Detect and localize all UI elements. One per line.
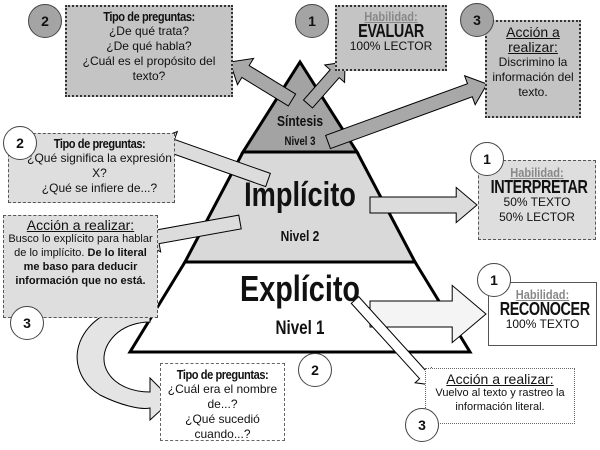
question: ¿De qué trata? (108, 24, 190, 38)
sintesis-questions-box: Tipo de preguntas: ¿De qué trata? ¿De qu… (65, 5, 233, 97)
curved-arrow (76, 299, 173, 422)
level-1-title: Explícito (239, 268, 361, 309)
box-heading: Tipo de preguntas: (103, 9, 195, 24)
level-1-label: Nivel 1 (275, 318, 325, 339)
box-heading: Tipo de preguntas: (53, 136, 146, 151)
badge-1: 1 (295, 4, 329, 38)
badge-2: 2 (28, 4, 62, 38)
question: ¿Cuál es el propósito del texto? (82, 54, 216, 83)
box-heading: Acción a realizar: (26, 217, 135, 233)
arrow (229, 57, 297, 107)
skill-ratio: 100% LECTOR (349, 39, 433, 53)
skill-name: INTERPRETAR (490, 177, 588, 197)
action-text: Discrimino la información del texto. (492, 55, 574, 99)
arrow (324, 74, 488, 150)
skill-ratio: 100% TEXTO (505, 317, 580, 331)
badge-2: 2 (298, 353, 332, 387)
implicito-action-box: Acción a realizar: Busco lo explícito pa… (3, 215, 158, 318)
explicito-action-box: Acción a realizar: Vuelvo al texto y ras… (425, 368, 575, 424)
question: ¿Qué sucedió cuando...? (185, 412, 260, 441)
skill-name: EVALUAR (358, 21, 424, 41)
skill-name: RECONOCER (499, 299, 590, 319)
box-heading: Habilidad: (510, 165, 564, 180)
action-text: Busco lo explícito para hablar de lo imp… (8, 233, 153, 259)
box-heading: Acción a realizar: (446, 371, 554, 387)
skill-ratio: 50% LECTOR (499, 210, 575, 224)
box-heading: Habilidad: (364, 9, 418, 24)
level-2-title: Implícito (244, 176, 356, 214)
arrow (369, 186, 478, 224)
explicito-skill-box: Habilidad: RECONOCER 100% TEXTO (488, 282, 597, 346)
arrow (302, 61, 346, 109)
question: ¿De qué habla? (106, 39, 192, 53)
explicito-questions-box: Tipo de preguntas: ¿Cuál era el nombre d… (160, 363, 285, 441)
question: ¿Qué significa la expresión X? (27, 151, 172, 180)
box-heading: Habilidad: (515, 287, 570, 302)
question: ¿Qué se infiere de...? (41, 181, 158, 195)
box-heading: Tipo de preguntas: (176, 367, 269, 382)
arrow (369, 284, 487, 344)
badge-2: 2 (3, 126, 37, 160)
badge-1: 1 (470, 142, 504, 176)
sintesis-skill-box: Habilidad: EVALUAR 100% LECTOR (335, 5, 447, 71)
badge-3: 3 (10, 306, 44, 340)
box-heading: Acción a realizar: (506, 24, 560, 55)
implicito-questions-box: Tipo de preguntas: ¿Qué significa la exp… (8, 133, 175, 203)
action-text-bold: De lo literal me baso para deducir infor… (15, 247, 147, 287)
pyramid-level-3 (240, 59, 360, 154)
action-text: Vuelvo al texto y rastreo la información… (435, 387, 565, 413)
badge-1: 1 (477, 263, 511, 297)
badge-3: 3 (405, 408, 439, 442)
level-3-label: Nivel 3 (284, 134, 316, 148)
implicito-skill-box: Habilidad: INTERPRETAR 50% TEXTO 50% LEC… (478, 160, 596, 240)
level-2-label: Nivel 2 (280, 228, 320, 245)
level-3-title: Síntesis (276, 113, 324, 130)
question: ¿Cuál era el nombre de...? (167, 382, 278, 411)
badge-3: 3 (460, 3, 494, 37)
skill-ratio: 50% TEXTO (503, 195, 571, 209)
sintesis-action-box: Acción a realizar: Discrimino la informa… (485, 20, 581, 118)
